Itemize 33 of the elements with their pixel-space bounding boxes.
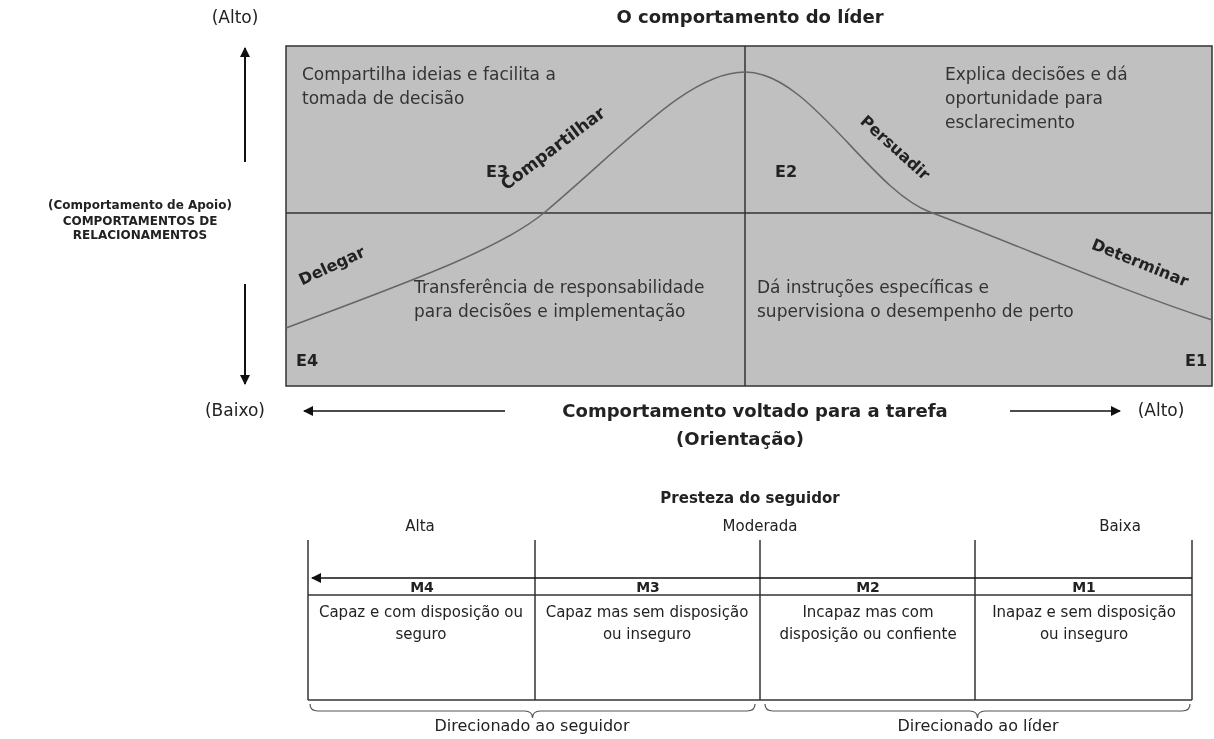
readiness-level: Baixa — [1098, 517, 1142, 535]
axis-label: (Alto) — [1136, 400, 1186, 421]
maturity-level: M4 — [409, 580, 435, 594]
bracket-label: Direcionado ao líder — [896, 716, 1060, 736]
maturity-description: Capaz e com disposição ou seguro — [318, 602, 524, 645]
chart-title: O comportamento do líder — [615, 6, 885, 27]
table-title: Presteza do seguidor — [659, 489, 841, 507]
quadrant-panel — [286, 46, 745, 213]
axis-label: (Baixo) — [204, 400, 266, 421]
quadrant-description: Transferência de responsabilidade para decisões e implementação — [414, 276, 706, 323]
style-code: E4 — [296, 351, 319, 370]
quadrant-panel — [286, 213, 745, 386]
axis-label: (Alto) — [210, 7, 260, 28]
style-code: E1 — [1185, 351, 1208, 370]
maturity-level: M3 — [635, 580, 661, 594]
axis-title: COMPORTAMENTOS DE RELACIONAMENTOS — [61, 214, 219, 243]
maturity-description: Inapaz e sem disposição ou inseguro — [991, 602, 1177, 645]
quadrant-description: Explica decisões e dá oportunidade para esclarecimento — [945, 63, 1129, 134]
maturity-level: M2 — [855, 580, 881, 594]
axis-title: (Orientação) — [675, 428, 805, 450]
bracket-label: Direcionado ao seguidor — [433, 716, 631, 736]
maturity-level: M1 — [1071, 580, 1097, 594]
quadrant-description: Dá instruções específicas e supervisiona o desempenho de perto — [757, 276, 1075, 323]
axis-title: (Comportamento de Apoio) — [47, 198, 233, 213]
quadrant-description: Compartilha ideias e facilita a tomada de decisão — [302, 63, 557, 108]
maturity-description: Capaz mas sem disposição ou inseguro — [544, 602, 750, 645]
maturity-description: Incapaz mas com disposição ou confiente — [778, 602, 958, 645]
quadrant-panel — [745, 46, 1212, 213]
quadrant-panel — [745, 213, 1212, 386]
style-code: E2 — [775, 162, 798, 181]
readiness-level: Alta — [404, 517, 436, 535]
readiness-level: Moderada — [721, 517, 799, 535]
axis-title: Comportamento voltado para a tarefa — [561, 400, 949, 422]
